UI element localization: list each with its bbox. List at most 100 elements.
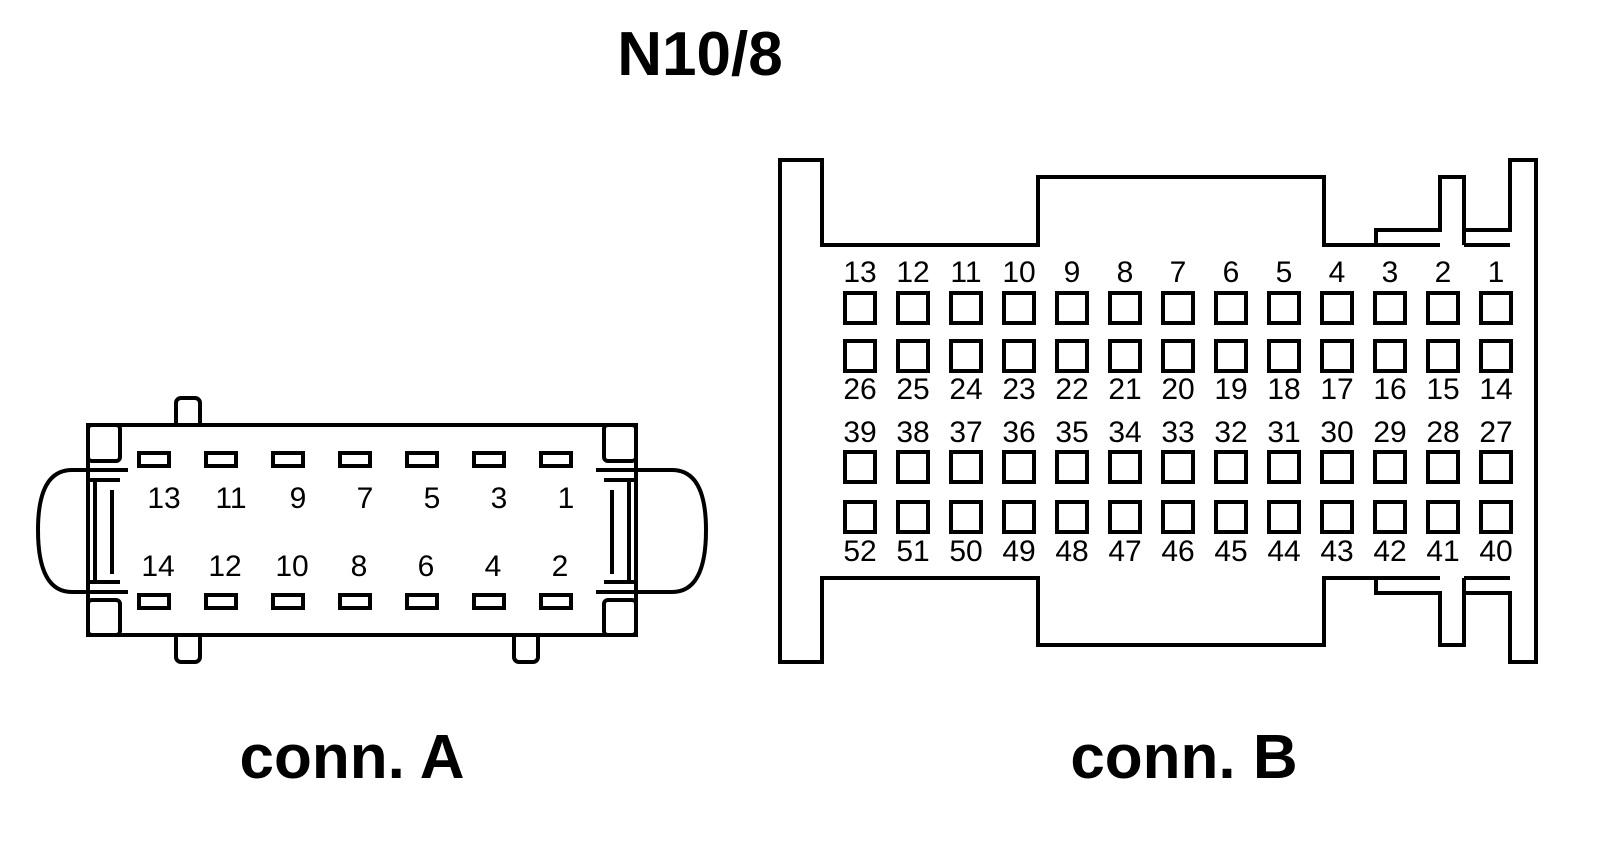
connector-b-pin [1055,339,1089,373]
connector-b-pin-label: 23 [1002,373,1035,406]
connector-b-pin [1214,339,1248,373]
connector-b-pin [1161,291,1195,325]
connector-a-left-guide [90,468,128,594]
connector-b-pin [1214,500,1248,534]
connector-a-pin-label: 8 [351,550,368,583]
diagram-title: N10/8 [617,20,782,89]
connector-b-pin-label: 25 [896,373,929,406]
connector-b-pin-label: 4 [1329,256,1346,289]
connector-b-pin [896,291,930,325]
connector-a-pin [271,451,305,468]
connector-b-pin-label: 32 [1214,416,1247,449]
connector-b-pin [1426,450,1460,484]
connector-b-pin [1373,500,1407,534]
connector-b-pin-label: 46 [1161,535,1194,568]
connector-a-pin-label: 7 [357,482,374,515]
connector-b-pin-label: 37 [949,416,982,449]
connector-a-pin [539,593,573,610]
connector-b-pin-label: 43 [1320,535,1353,568]
connector-a-pin [472,593,506,610]
connector-b-pin-label: 39 [843,416,876,449]
connector-a-pin [204,593,238,610]
connector-b-pin-label: 36 [1002,416,1035,449]
connector-b-pin-label: 51 [896,535,929,568]
connector-b-pin [1002,500,1036,534]
connector-b-pin-label: 48 [1055,535,1088,568]
connector-b-pin-label: 7 [1170,256,1187,289]
connector-a-pin [405,593,439,610]
connector-a-pin [137,451,171,468]
connector-b-pin-label: 13 [843,256,876,289]
connector-b-pin [1161,500,1195,534]
connector-b-pin [1426,500,1460,534]
connector-b-pin-label: 8 [1117,256,1134,289]
connector-b-pin [843,450,877,484]
connector-b-pin [1002,291,1036,325]
connector-a-pin-label: 2 [552,550,569,583]
connector-b-pin-label: 5 [1276,256,1293,289]
connector-b-pin [1002,339,1036,373]
connector-b-pin [1055,291,1089,325]
connector-b-pin-label: 15 [1426,373,1459,406]
connector-a-pin [539,451,573,468]
connector-b-pin [1426,339,1460,373]
connector-b-pin [1426,291,1460,325]
connector-b-pin-label: 20 [1161,373,1194,406]
connector-b-pin-label: 27 [1479,416,1512,449]
connector-b-pin [1002,450,1036,484]
connector-b-pin-label: 49 [1002,535,1035,568]
connector-b-pin [1479,339,1513,373]
connector-b-pin [1320,339,1354,373]
connector-b-pin-label: 50 [949,535,982,568]
connector-b-pin-label: 10 [1002,256,1035,289]
connector-b-ribs [1376,230,1510,593]
connector-b-pin [896,500,930,534]
connector-a-pin [271,593,305,610]
connector-b-pin-label: 29 [1373,416,1406,449]
connector-b-pin-label: 14 [1479,373,1512,406]
connector-a-pin [472,451,506,468]
connector-a-pin [338,451,372,468]
connector-b-pin-label: 52 [843,535,876,568]
connector-b-pin-label: 17 [1320,373,1353,406]
connector-b-pin-label: 41 [1426,535,1459,568]
connector-b-pin [896,339,930,373]
connector-b-pin-label: 16 [1373,373,1406,406]
connector-a-corner [602,598,638,637]
connector-b-pin [1479,500,1513,534]
connector-a-pin-label: 5 [424,482,441,515]
connector-a-pin-label: 12 [208,550,241,583]
connector-b-pin-label: 11 [950,256,981,289]
connector-a-right-guide [596,468,634,594]
connector-b-pin [949,291,983,325]
connector-a-corner [86,598,122,637]
connector-b-pin-label: 21 [1108,373,1141,406]
connector-a-pin-label: 9 [290,482,307,515]
connector-b-pin-label: 9 [1064,256,1081,289]
connector-b-caption: conn. B [1070,723,1297,792]
connector-b-pin-label: 47 [1108,535,1141,568]
connector-b-pin [843,500,877,534]
connector-b-pin [896,450,930,484]
connector-a-right-latch [634,468,709,594]
connector-b-pin [1108,291,1142,325]
connector-a-corner [602,423,638,463]
connector-a-pin-label: 14 [141,550,174,583]
connector-b-pin-label: 35 [1055,416,1088,449]
connector-b-pin [1267,500,1301,534]
connector-b-pin-label: 19 [1214,373,1247,406]
connector-b-pin-label: 31 [1267,416,1300,449]
connector-b-pin-label: 18 [1267,373,1300,406]
connector-b-pin [1161,339,1195,373]
connector-b-housing [778,158,1538,664]
connector-b-pin-label: 40 [1479,535,1512,568]
connector-a-pin-label: 1 [558,482,575,515]
connector-b-pin-label: 38 [896,416,929,449]
connector-b-labels: 1326395212253851112437501023364992235488… [843,256,1512,568]
connector-a-corner [86,423,122,463]
connector-b-pin [1214,291,1248,325]
connector-b-pin [1373,339,1407,373]
